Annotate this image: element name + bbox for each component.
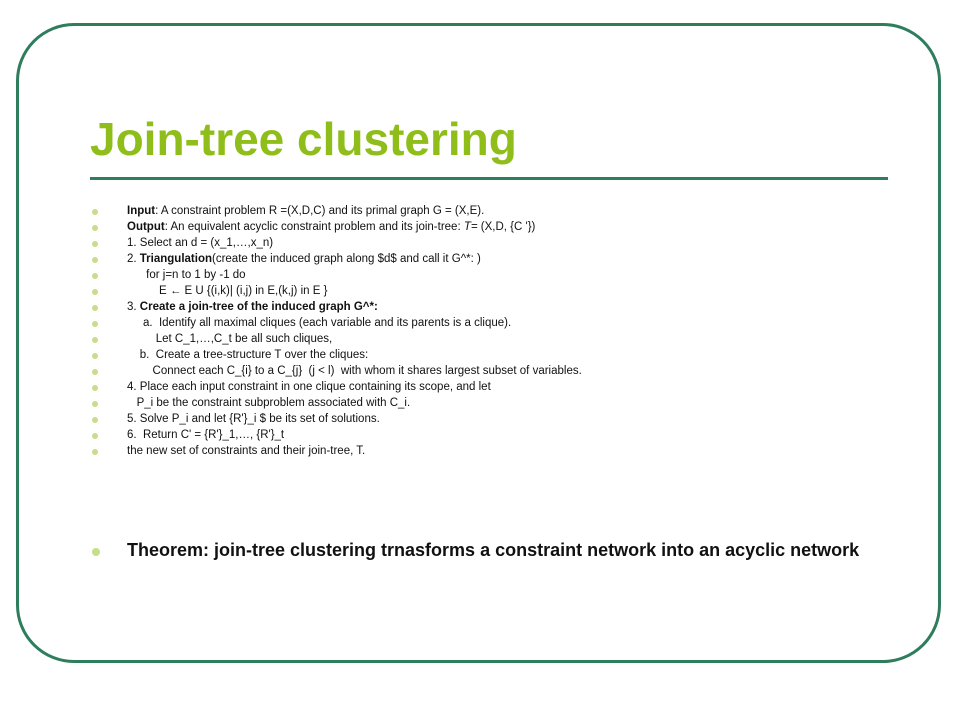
list-item: Connect each C_{i} to a C_{j} (j < l) wi… (92, 363, 872, 379)
list-item: Output: An equivalent acyclic constraint… (92, 219, 872, 235)
bullet-icon (92, 321, 98, 327)
bullet-icon (92, 417, 98, 423)
slide-frame (16, 23, 941, 663)
list-item: b. Create a tree-structure T over the cl… (92, 347, 872, 363)
list-item: 4. Place each input constraint in one cl… (92, 379, 872, 395)
list-item: 6. Return C' = {R'}_1,…, {R'}_t (92, 427, 872, 443)
list-item: for j=n to 1 by -1 do (92, 267, 872, 283)
title-underline (90, 177, 888, 180)
slide-title: Join-tree clustering (90, 113, 517, 165)
bullet-icon (92, 289, 98, 295)
list-item: P_i be the constraint subproblem associa… (92, 395, 872, 411)
bullet-icon (92, 241, 98, 247)
list-item: the new set of constraints and their joi… (92, 443, 872, 459)
bullet-icon (92, 449, 98, 455)
theorem-statement: Theorem: join-tree clustering trnasforms… (92, 541, 882, 560)
theorem-text: Theorem: join-tree clustering trnasforms… (127, 540, 860, 560)
list-item: a. Identify all maximal cliques (each va… (92, 315, 872, 331)
list-item: 1. Select an d = (x_1,…,x_n) (92, 235, 872, 251)
bullet-icon (92, 433, 98, 439)
list-item: 5. Solve P_i and let {R'}_i $ be its set… (92, 411, 872, 427)
bullet-icon (92, 353, 98, 359)
bullet-icon (92, 209, 98, 215)
bullet-icon (92, 369, 98, 375)
bullet-icon (92, 305, 98, 311)
list-item: 2. Triangulation(create the induced grap… (92, 251, 872, 267)
bullet-icon (92, 385, 98, 391)
list-item: Input: A constraint problem R =(X,D,C) a… (92, 203, 872, 219)
bullet-icon (92, 337, 98, 343)
algorithm-list: Input: A constraint problem R =(X,D,C) a… (92, 203, 872, 459)
list-item: E ← E U {(i,k)| (i,j) in E,(k,j) in E } (92, 283, 872, 299)
bullet-icon (92, 257, 98, 263)
list-item: 3. Create a join-tree of the induced gra… (92, 299, 872, 315)
bullet-icon (92, 548, 100, 556)
bullet-icon (92, 273, 98, 279)
list-item: Let C_1,…,C_t be all such cliques, (92, 331, 872, 347)
bullet-icon (92, 225, 98, 231)
bullet-icon (92, 401, 98, 407)
